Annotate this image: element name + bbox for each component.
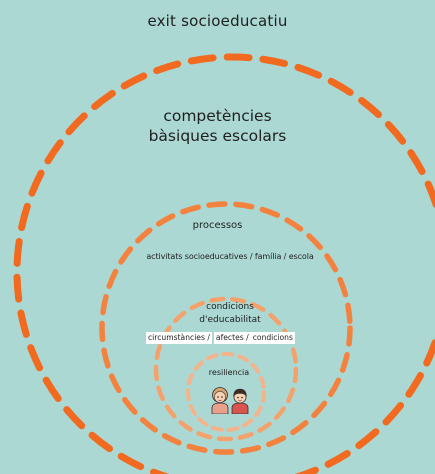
label-condicions-line1: condicions [206, 302, 254, 312]
ring-inner [153, 296, 299, 442]
child-right-icon [231, 388, 249, 414]
box-circumstancies: circumstàncies / [146, 332, 212, 344]
label-activitats: activitats socioeducatives / família / e… [146, 252, 314, 261]
label-processos: processos [192, 220, 243, 231]
two-children-icon [211, 387, 249, 414]
label-competencies-line2: bàsiques escolars [148, 127, 287, 145]
label-condicions-line2: d'educabilitat [199, 315, 261, 325]
box-afectes: afectes / [213, 332, 251, 344]
label-exit-socioeducatiu: exit socioeducatiu [147, 12, 288, 30]
ring-middle [99, 201, 353, 455]
label-condicions: condicions d'educabilitat [0, 301, 435, 327]
child-left-icon [211, 387, 229, 414]
ring-outer [13, 53, 435, 474]
box-condicions: condicions [250, 332, 295, 344]
label-competencies: competències bàsiques escolars [0, 106, 435, 146]
label-resiliencia: resiliencia [208, 368, 250, 377]
label-competencies-line1: competències [163, 107, 272, 125]
factor-boxes: circumstàncies / afectes / condicions [146, 332, 295, 344]
ring-innermost [186, 352, 266, 432]
